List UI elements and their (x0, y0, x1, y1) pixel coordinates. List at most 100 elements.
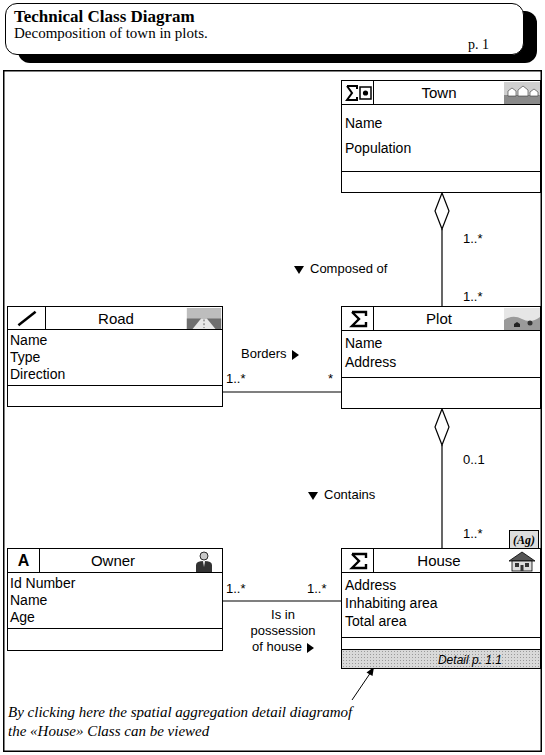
class-header: Plot (342, 307, 540, 331)
association-name: Borders (241, 346, 287, 361)
picture-cell (504, 81, 540, 104)
icon-cell (342, 81, 374, 104)
class-name: Owner (91, 552, 135, 569)
association-name: Composed of (310, 261, 387, 276)
attribute-compartment: NameTypeDirection (8, 330, 222, 385)
icon-cell (8, 307, 46, 329)
attribute: Address (345, 576, 537, 594)
multiplicity: 1..* (306, 581, 328, 596)
attribute: Id Number (10, 575, 220, 592)
class-header: A Owner (8, 549, 222, 573)
leader-line (352, 672, 371, 700)
edge-label: Contains (308, 487, 375, 503)
edge-label: Borders (241, 346, 299, 362)
operation-compartment (342, 171, 540, 192)
class-name: Town (421, 84, 456, 101)
attribute-compartment: AddressInhabiting areaTotal area (342, 573, 540, 637)
aggregation-diamond (435, 193, 449, 229)
attribute-compartment: Id NumberNameAge (8, 573, 222, 628)
multiplicity: 1..* (462, 289, 484, 304)
note: By clicking here the spatial aggregation… (8, 703, 353, 741)
multiplicity: 1..* (225, 581, 247, 596)
edge-label: Is in possession of house (247, 607, 319, 655)
multiplicity: 0..1 (462, 452, 486, 467)
class-box: TownNamePopulation (341, 80, 541, 193)
frame-border (4, 71, 542, 752)
attribute: Age (10, 609, 220, 626)
attribute-compartment: NameAddress (342, 331, 540, 377)
icon-letter: A (18, 553, 30, 569)
direction-triangle (308, 492, 318, 500)
title-box: Technical Class DiagramDecomposition of … (5, 3, 524, 55)
aggregation-diamond (435, 409, 449, 445)
detail-strip: Detail p. 1.1 (342, 649, 540, 668)
picture-cell (186, 307, 222, 329)
name-cell: House (374, 549, 504, 572)
association-line (435, 193, 449, 306)
attribute: Population (345, 136, 537, 161)
attribute: Direction (10, 366, 220, 383)
diagram-title: Technical Class Diagram (14, 7, 195, 27)
icon-cell: A (8, 549, 40, 572)
class-header: Town (342, 81, 540, 105)
operation-compartment (8, 628, 222, 650)
spatial-pictogram (343, 82, 373, 104)
spatial-pictogram (343, 550, 373, 572)
direction-triangle (294, 266, 304, 274)
multiplicity: 1..* (225, 371, 247, 386)
attribute-compartment: NamePopulation (342, 105, 540, 171)
association-name: Contains (324, 487, 375, 502)
operation-compartment (8, 385, 222, 406)
name-cell: Plot (374, 307, 504, 330)
class-name: Plot (426, 310, 452, 327)
multiplicity: * (327, 371, 334, 386)
association-line (223, 601, 341, 602)
multiplicity: 1..* (462, 231, 484, 246)
class-picture (504, 308, 540, 330)
picture-cell (504, 549, 540, 572)
association-name: Is in possession of house (250, 607, 315, 654)
class-picture (186, 550, 222, 572)
attribute: Type (10, 349, 220, 366)
picture-cell (186, 549, 222, 572)
connector-line (223, 391, 341, 392)
spatial-pictogram (343, 308, 373, 330)
attribute: Name (345, 111, 537, 136)
class-box: (Ag)HouseAddressInhabiting areaTotal are… (341, 548, 541, 669)
connector-line (441, 229, 442, 306)
class-header: House (342, 549, 540, 573)
picture-cell (504, 307, 540, 330)
class-header: Road (8, 307, 222, 330)
name-cell: Town (374, 81, 504, 104)
connector-line (441, 445, 442, 548)
icon-cell (342, 549, 374, 572)
class-picture (504, 550, 540, 572)
class-box: A Owner Id NumberNameAge (7, 548, 223, 651)
operation-compartment (342, 637, 540, 649)
icon-cell (342, 307, 374, 330)
name-cell: Owner (40, 549, 186, 572)
direction-triangle (292, 350, 299, 360)
spatial-pictogram (9, 308, 45, 329)
name-cell: Road (46, 307, 186, 329)
class-name: House (417, 552, 460, 569)
attribute: Inhabiting area (345, 594, 537, 612)
aggregation-tag: (Ag) (509, 530, 539, 548)
connector-line (223, 600, 341, 601)
attribute: Name (10, 332, 220, 349)
class-picture (504, 82, 540, 104)
attribute: Address (345, 353, 537, 372)
edge-label: Composed of (294, 261, 387, 277)
class-picture (186, 308, 222, 329)
association-line (435, 409, 449, 548)
class-box: RoadNameTypeDirection (7, 306, 223, 407)
page-number: p. 1 (468, 37, 489, 53)
operation-compartment (342, 377, 540, 408)
class-name: Road (98, 310, 134, 327)
attribute: Name (345, 334, 537, 353)
detail-link: Detail p. 1.1 (438, 653, 502, 667)
attribute: Name (10, 592, 220, 609)
diagram-subtitle: Decomposition of town in plots. (14, 25, 208, 42)
class-box: PlotNameAddress (341, 306, 541, 409)
